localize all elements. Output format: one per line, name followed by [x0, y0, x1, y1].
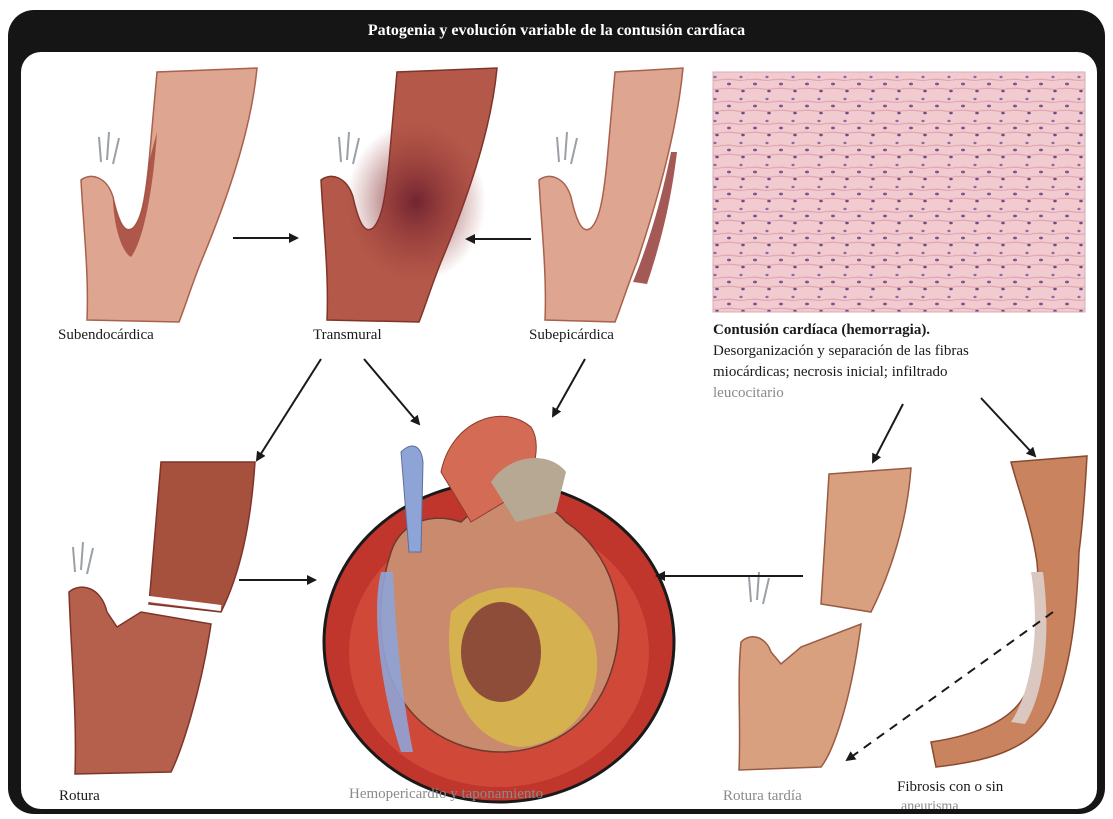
histology-caption: Contusión cardíaca (hemorragia). Desorga…	[713, 320, 1093, 404]
figure-title: Patogenia y evolución variable de la con…	[368, 22, 745, 40]
caption-line-3: leucocitario	[713, 383, 1093, 404]
wall-rotura	[69, 462, 255, 774]
label-fibrosis-line-2: aneurisma	[901, 799, 959, 809]
caption-line-1: Desorganización y separación de las fibr…	[713, 341, 1093, 362]
wall-fibrosis	[931, 456, 1087, 767]
label-rotura: Rotura	[59, 788, 100, 805]
figure-frame: Patogenia y evolución variable de la con…	[8, 10, 1105, 814]
label-subendocardica: Subendocárdica	[58, 327, 154, 344]
label-subepicardica: Subepicárdica	[529, 327, 614, 344]
label-hemopericardio: Hemopericardio y taponamiento	[349, 786, 543, 803]
wall-rotura-tardia	[739, 468, 911, 770]
wall-subepicardica	[539, 68, 683, 322]
title-bar: Patogenia y evolución variable de la con…	[8, 10, 1105, 52]
wall-transmural	[321, 68, 497, 322]
caption-line-2: miocárdicas; necrosis inicial; infiltrad…	[713, 362, 1093, 383]
label-fibrosis-line-1: Fibrosis con o sin	[897, 779, 1003, 796]
wall-subendocardica	[81, 68, 257, 322]
label-rotura-tardia: Rotura tardía	[723, 788, 802, 805]
heart-hemopericardium	[324, 416, 674, 802]
histology-micrograph	[713, 72, 1085, 312]
label-transmural: Transmural	[313, 327, 382, 344]
illustration-panel: Subendocárdica Transmural Subepicárdica …	[21, 52, 1097, 809]
caption-heading: Contusión cardíaca (hemorragia).	[713, 320, 1093, 341]
illustration-artwork	[21, 52, 1097, 809]
